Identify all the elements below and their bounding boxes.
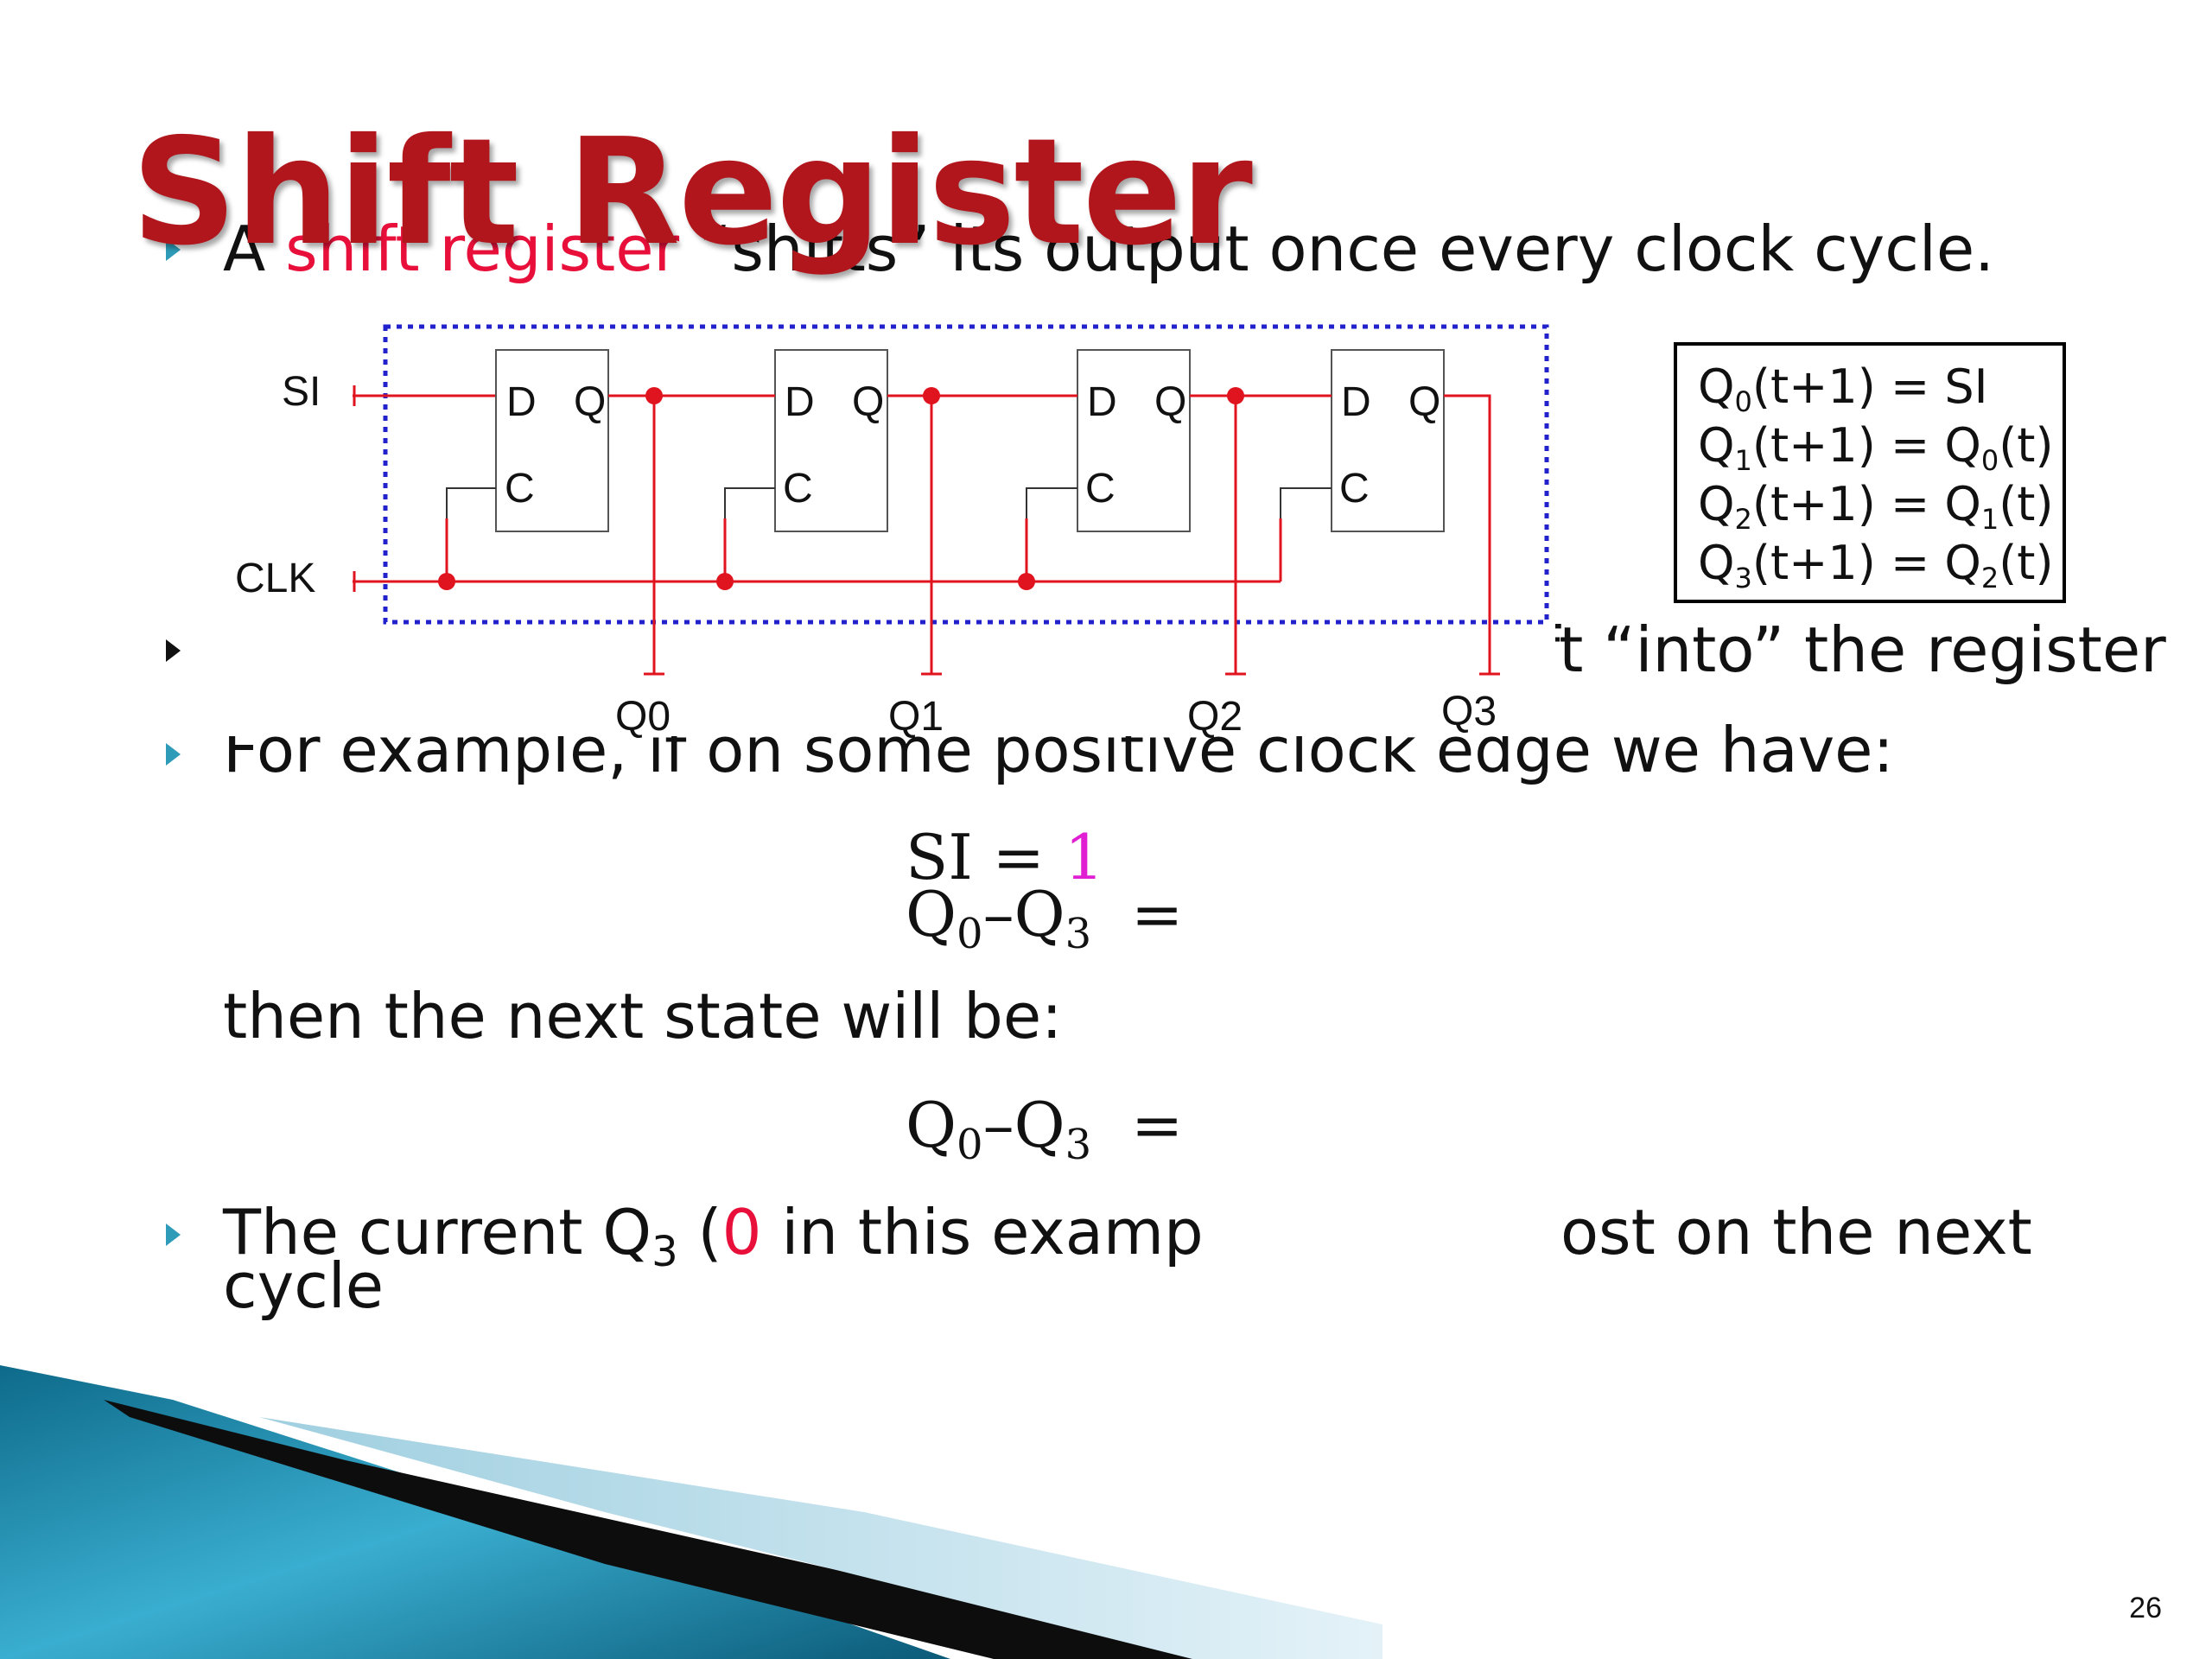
ff1-d: D <box>785 379 815 425</box>
then-text: then the next state will be: <box>223 980 1063 1052</box>
bullet-4-text-line2: cycle <box>223 1249 385 1322</box>
ff2-q: Q <box>1154 379 1187 425</box>
page-number: 26 <box>2129 1592 2162 1624</box>
junction-dot <box>438 573 455 590</box>
junction-dot <box>923 387 940 404</box>
bullet-marker <box>166 743 181 766</box>
ff1-c: C <box>783 466 813 512</box>
bullet-marker <box>166 639 181 662</box>
junction-dot <box>1227 387 1244 404</box>
clk-label: CLK <box>235 556 316 601</box>
bullet-4-text-left: The current Q3 (0 in this examp <box>223 1196 1204 1276</box>
q-example-current: Q0–Q3 = <box>906 878 1184 958</box>
q-example-next: Q0–Q3 = <box>906 1089 1184 1169</box>
ff0-c: C <box>505 466 535 512</box>
ff0-d: D <box>506 379 537 425</box>
flip-flop-0 <box>495 349 609 532</box>
junction-dot <box>645 387 663 404</box>
bullet-marker <box>166 238 181 261</box>
ff3-c: C <box>1339 466 1370 512</box>
next-state-equations-box: Q0(t+1) = SI Q1(t+1) = Q0(t) Q2(t+1) = Q… <box>1674 342 2066 603</box>
output-q1-label: Q1 <box>888 694 944 740</box>
flip-flop-1 <box>774 349 888 532</box>
si-label: SI <box>282 369 321 415</box>
ff0-q: Q <box>574 379 607 425</box>
equation-line: Q2(t+1) = Q1(t) <box>1698 477 2054 536</box>
flip-flop-2 <box>1077 349 1191 532</box>
flip-flop-3 <box>1331 349 1445 532</box>
output-q2-label: Q2 <box>1187 694 1243 740</box>
junction-dot <box>1018 573 1035 590</box>
equation-line: Q0(t+1) = SI <box>1698 359 1988 418</box>
bullet-4-text-right: ost on the next <box>1560 1196 2032 1268</box>
diagram-border <box>383 324 1549 625</box>
ff3-d: D <box>1341 379 1371 425</box>
bullet-1-text: A shift register “shifts” its output onc… <box>223 213 1995 285</box>
decorative-swoosh <box>0 1365 1382 1659</box>
equation-line: Q3(t+1) = Q2(t) <box>1698 536 2054 594</box>
ff2-c: C <box>1085 466 1116 512</box>
output-q0-label: Q0 <box>615 694 671 740</box>
ff2-d: D <box>1087 379 1117 425</box>
page-title: Shift Register <box>131 107 1253 278</box>
ff1-q: Q <box>852 379 885 425</box>
bullet-marker <box>166 1224 181 1246</box>
bullet-2-text: ift “into” the register <box>1521 613 2166 686</box>
si-example: SI = 1 <box>906 821 1104 893</box>
shift-register-diagram <box>207 321 1555 736</box>
junction-dot <box>716 573 734 590</box>
output-q3-label: Q3 <box>1441 689 1497 734</box>
ff3-q: Q <box>1408 379 1441 425</box>
equation-line: Q1(t+1) = Q0(t) <box>1698 418 2054 477</box>
